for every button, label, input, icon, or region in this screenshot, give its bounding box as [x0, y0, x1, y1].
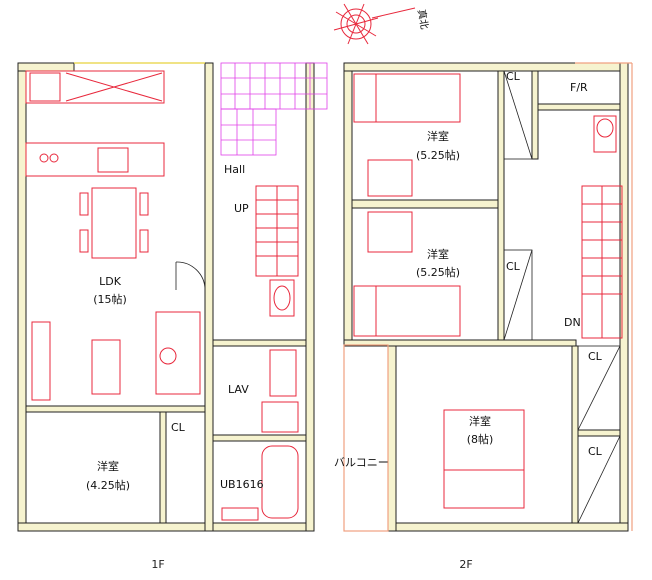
kitchen-counter-lower: [25, 142, 165, 177]
label-lav: LAV: [228, 383, 249, 396]
label-balcony: バルコニー: [334, 456, 389, 469]
wall-1f-west: [17, 62, 27, 532]
wall-2f-rooms: [351, 199, 503, 209]
label-room-b: 洋室: [427, 247, 449, 261]
label-western-room-size: (4.25帖): [86, 479, 130, 492]
label-room-b-size: (5.25帖): [416, 266, 460, 279]
stairs-2f: [581, 185, 623, 339]
label-room-c: 洋室: [469, 414, 491, 428]
floor-2f: 洋室 (5.25帖) 洋室 (5.25帖) 洋室 (8帖) CL CL CL C…: [334, 62, 633, 571]
wall-1f-north: [17, 62, 75, 72]
label-closet-c: CL: [588, 350, 603, 363]
sofa: [155, 311, 201, 395]
kitchen-sink: [97, 147, 129, 173]
bed-room-a: [353, 73, 461, 123]
stairs-1f: [255, 185, 299, 277]
bathtub: [261, 445, 299, 519]
washstand: [269, 349, 297, 397]
label-hall: Hall: [224, 163, 245, 176]
label-closet-a: CL: [506, 70, 521, 83]
label-room-a: 洋室: [427, 129, 449, 143]
label-closet-1f: CL: [171, 421, 186, 434]
wall-2f-balcony: [387, 339, 397, 532]
wall-1f-core: [204, 62, 214, 532]
bed-room-c: [443, 409, 525, 509]
refrigerator: [29, 72, 61, 102]
wall-1f-lav: [212, 339, 307, 347]
label-ldk: LDK: [99, 275, 122, 288]
label-room-a-size: (5.25帖): [416, 149, 460, 162]
bed-room-b: [353, 285, 461, 337]
tv-board: [31, 321, 51, 401]
compass-label: 真北: [415, 8, 431, 30]
floor-1f: LDK (15帖) Hall UP LAV UB1616 洋室 (4.25帖) …: [17, 62, 328, 571]
desk-a: [367, 159, 413, 197]
wall-2f-fr-bottom: [537, 103, 621, 111]
label-dn: DN: [564, 316, 581, 329]
wall-1f-room-divider: [25, 405, 206, 413]
wall-2f-south: [387, 522, 629, 532]
wall-1f-closet: [159, 411, 167, 524]
wall-2f-closets: [497, 70, 505, 341]
toilet-2f: [593, 115, 617, 153]
wall-2f-fr: [531, 70, 539, 160]
label-ldk-size: (15帖): [93, 293, 127, 306]
entrance-deck: [220, 62, 328, 156]
washing-machine: [261, 401, 299, 433]
label-up: UP: [234, 202, 249, 215]
wall-1f-bath: [212, 434, 307, 442]
label-closet-d: CL: [588, 445, 603, 458]
label-western-room: 洋室: [97, 459, 119, 473]
wall-1f-east: [305, 62, 315, 532]
wall-2f-west: [343, 62, 353, 346]
dining-table: [91, 187, 137, 259]
wall-2f-east: [619, 62, 629, 532]
toilet-1f: [269, 279, 295, 317]
label-room-c-size: (8帖): [467, 433, 494, 446]
closet-marks: [503, 70, 621, 524]
wall-2f-north: [343, 62, 629, 72]
wall-2f-closet-side: [571, 345, 579, 524]
label-bath: UB1616: [220, 478, 264, 491]
desk-b: [367, 211, 413, 253]
wall-2f-closet-c: [571, 429, 621, 437]
label-closet-b: CL: [506, 260, 521, 273]
wall-2f-mid: [343, 339, 577, 347]
label-fr: F/R: [570, 81, 588, 94]
kitchen-counter-upper: [25, 70, 165, 104]
north-compass: 真北: [333, 3, 431, 45]
caption-1f: 1F: [151, 558, 164, 571]
balcony: [343, 344, 389, 532]
wall-1f-south: [17, 522, 315, 532]
caption-2f: 2F: [459, 558, 472, 571]
low-table: [91, 339, 121, 395]
